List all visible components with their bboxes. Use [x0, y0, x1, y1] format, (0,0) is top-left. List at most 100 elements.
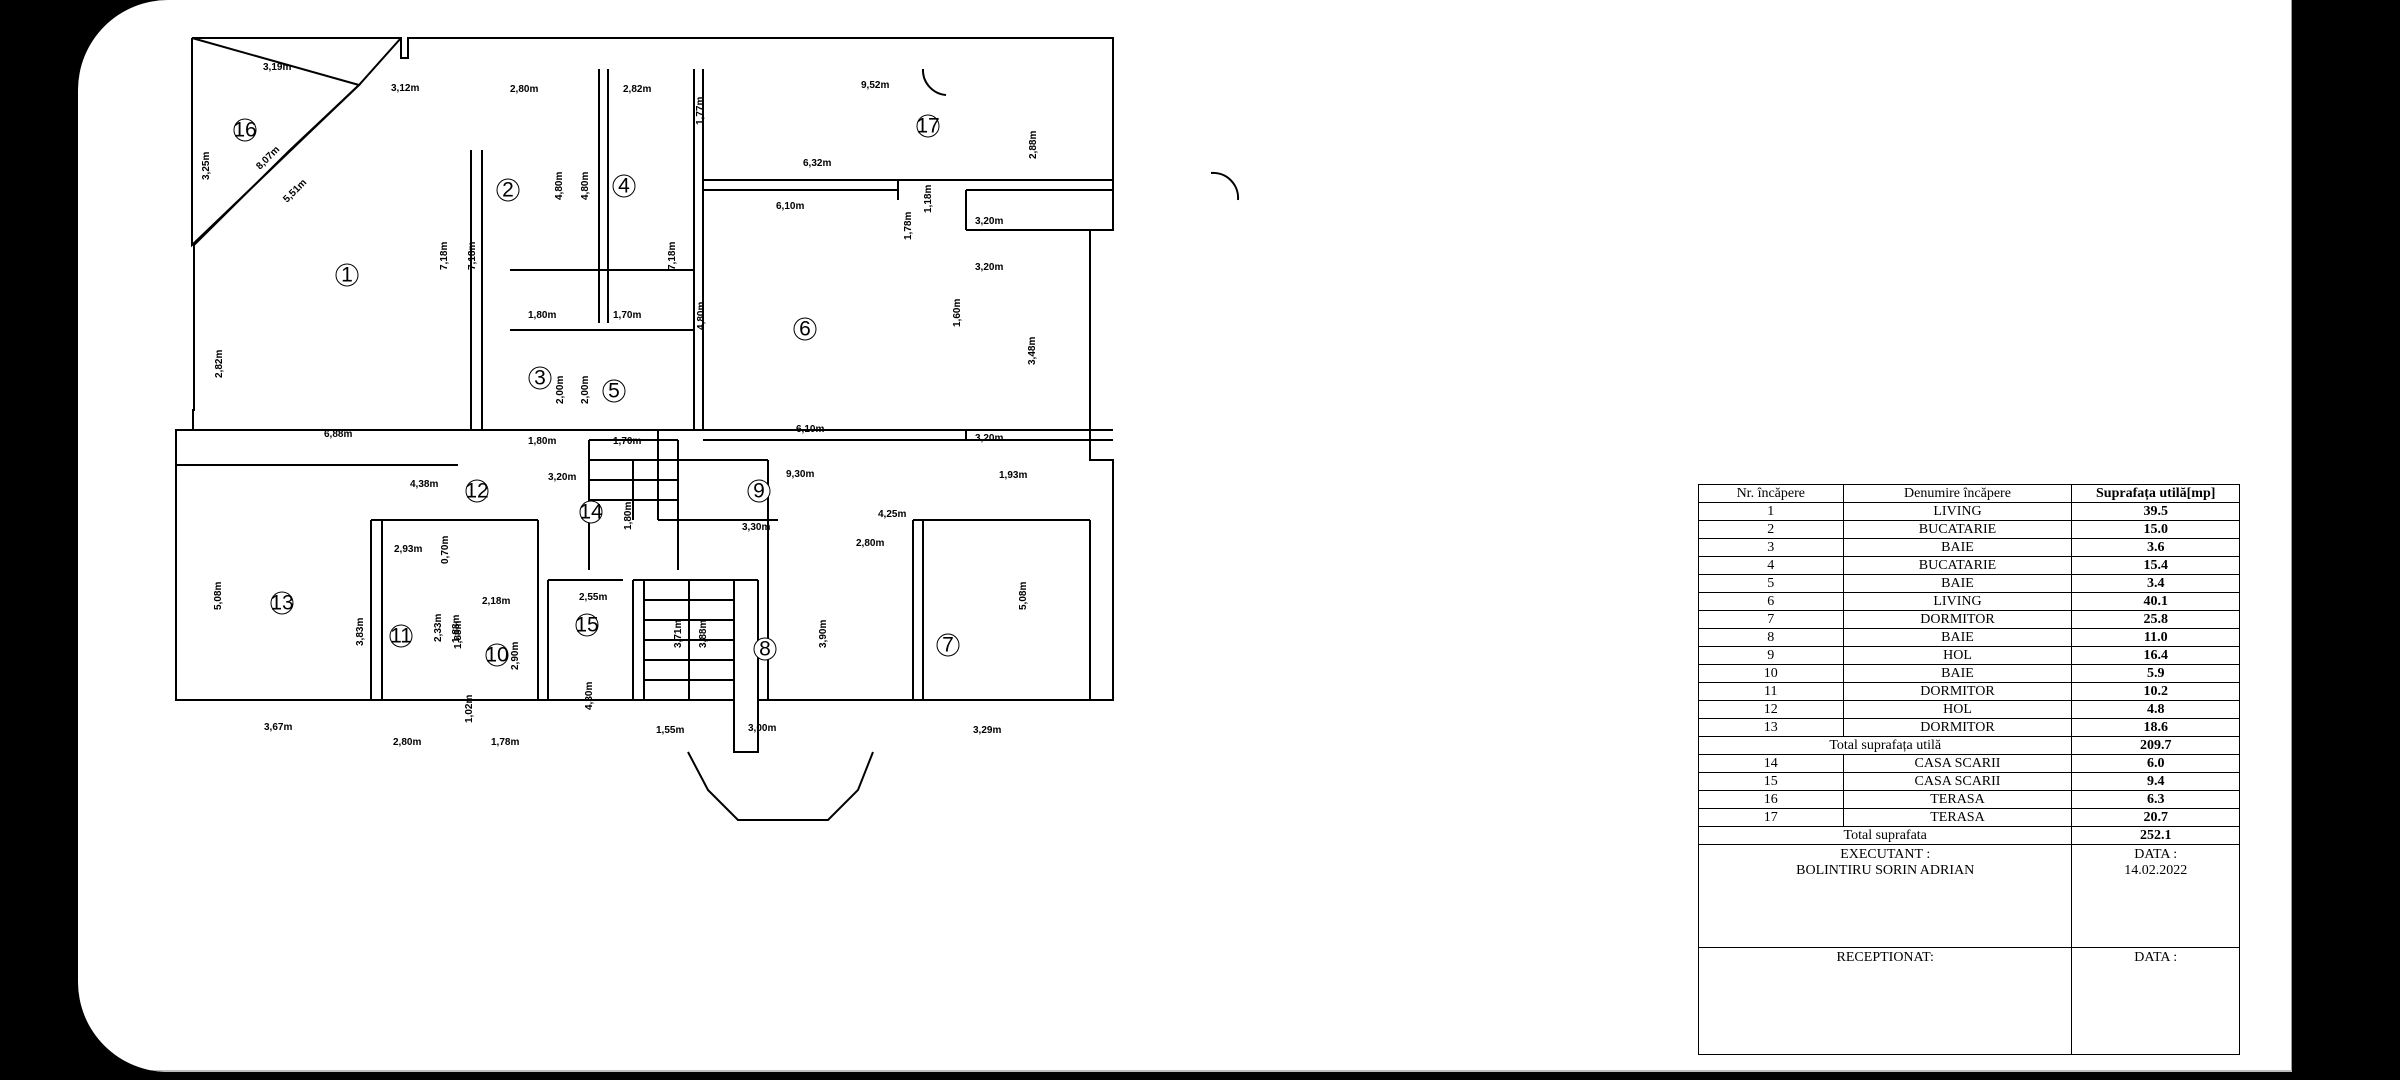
cell-no: 3 — [1698, 538, 1844, 557]
dimension-label: 3,00m — [748, 723, 776, 734]
cell-area: 25.8 — [2071, 610, 2240, 629]
dimension-label: 1,55m — [656, 725, 684, 736]
room-number: 2 — [502, 179, 514, 202]
col-header-area: Suprafața utilă[mp] — [2071, 484, 2240, 503]
room-number: 3 — [534, 367, 546, 390]
col-header-name: Denumire încăpere — [1842, 484, 2073, 503]
cell-name: CASA SCARII — [1842, 772, 2073, 791]
dimension-label: 7,18m — [439, 242, 450, 270]
cell-area: 5.9 — [2071, 664, 2240, 683]
dimension-label: 0,70m — [440, 536, 451, 564]
cell-name: LIVING — [1842, 502, 2073, 521]
cell-no: 7 — [1698, 610, 1844, 629]
date-value: 14.02.2022 — [2124, 863, 2188, 878]
dimension-label: 3,29m — [973, 725, 1001, 736]
dimension-label: 6,10m — [796, 424, 824, 435]
room-number: 8 — [759, 638, 771, 661]
cell-area: 3.4 — [2071, 574, 2240, 593]
cell-area: 18.6 — [2071, 718, 2240, 737]
dimension-label: 3,30m — [742, 522, 770, 533]
room-marker — [485, 643, 509, 667]
room-marker — [916, 114, 940, 138]
receptionat-row: RECEPTIONAT: DATA : — [1697, 947, 2240, 1055]
dimension-label: 3,88m — [698, 620, 709, 648]
dimension-label: 3,90m — [818, 620, 829, 648]
dimension-label: 3,71m — [673, 620, 684, 648]
dimension-label: 3,20m — [548, 472, 576, 483]
dimension-label: 3,83m — [355, 618, 366, 646]
cell-area: 6.0 — [2071, 754, 2240, 773]
dimension-label: 1,88m — [451, 615, 462, 643]
dimension-label: 4,80m — [554, 172, 565, 200]
col-header-no: Nr. încăpere — [1698, 484, 1844, 503]
cell-name: BUCATARIE — [1842, 556, 2073, 575]
dimension-label: 1,80m — [528, 310, 556, 321]
cell-no: 8 — [1698, 628, 1844, 647]
cell-no: 11 — [1698, 682, 1844, 701]
dimension-label: 4,80m — [580, 172, 591, 200]
dimension-label: 1,93m — [999, 470, 1027, 481]
room-marker — [753, 637, 777, 661]
cell-area: 10.2 — [2071, 682, 2240, 701]
room-marker — [496, 178, 520, 202]
total-label: Total suprafata — [1697, 826, 2073, 845]
cell-name: HOL — [1842, 700, 2073, 719]
room-number: 9 — [753, 480, 765, 503]
dimension-label: 1,70m — [613, 310, 641, 321]
dimension-label: 1,70m — [613, 436, 641, 447]
dimension-label: 2,80m — [856, 538, 884, 549]
dimension-label: 2,82m — [623, 84, 651, 95]
room-number: 5 — [608, 380, 620, 403]
dimension-label: 3,25m — [201, 152, 212, 180]
cell-area: 15.0 — [2071, 520, 2240, 539]
cell-name: DORMITOR — [1842, 718, 2073, 737]
room-marker — [936, 633, 960, 657]
cell-no: 17 — [1698, 808, 1844, 827]
cell-area: 6.3 — [2071, 790, 2240, 809]
dimension-label: 3,20m — [975, 262, 1003, 273]
cell-area: 39.5 — [2071, 502, 2240, 521]
dimension-label: 7,18m — [667, 242, 678, 270]
room-number: 7 — [942, 634, 954, 657]
dimension-label: 3,20m — [975, 216, 1003, 227]
dimension-label: 6,88m — [324, 429, 352, 440]
cell-name: BAIE — [1842, 628, 2073, 647]
sheet-border-right — [2291, 0, 2292, 1072]
dimension-label: 4,25m — [878, 509, 906, 520]
dimension-label: 1,80m — [623, 502, 634, 530]
room-number: 1 — [341, 264, 353, 287]
cell-no: 6 — [1698, 592, 1844, 611]
room-number: 17 — [916, 115, 939, 138]
dimension-label: 1,78m — [903, 212, 914, 240]
cell-area: 9.4 — [2071, 772, 2240, 791]
dimension-label: 4,30m — [584, 682, 595, 710]
cell-no: 10 — [1698, 664, 1844, 683]
room-number: 12 — [465, 480, 488, 503]
cell-no: 13 — [1698, 718, 1844, 737]
dimension-label: 1,60m — [952, 299, 963, 327]
cell-name: DORMITOR — [1842, 610, 2073, 629]
executant-name: BOLINTIRU SORIN ADRIAN — [1796, 863, 1975, 878]
cell-name: LIVING — [1842, 592, 2073, 611]
dimension-label: 2,93m — [394, 544, 422, 555]
dimension-label: 9,52m — [861, 80, 889, 91]
dimension-label: 4,80m — [696, 302, 707, 330]
room-schedule-table: Nr. încăpere Denumire încăpere Suprafața… — [1697, 484, 2240, 1055]
dimension-label: 2,00m — [555, 376, 566, 404]
room-number: 4 — [618, 175, 630, 198]
total-useful-value: 209.7 — [2071, 736, 2240, 755]
